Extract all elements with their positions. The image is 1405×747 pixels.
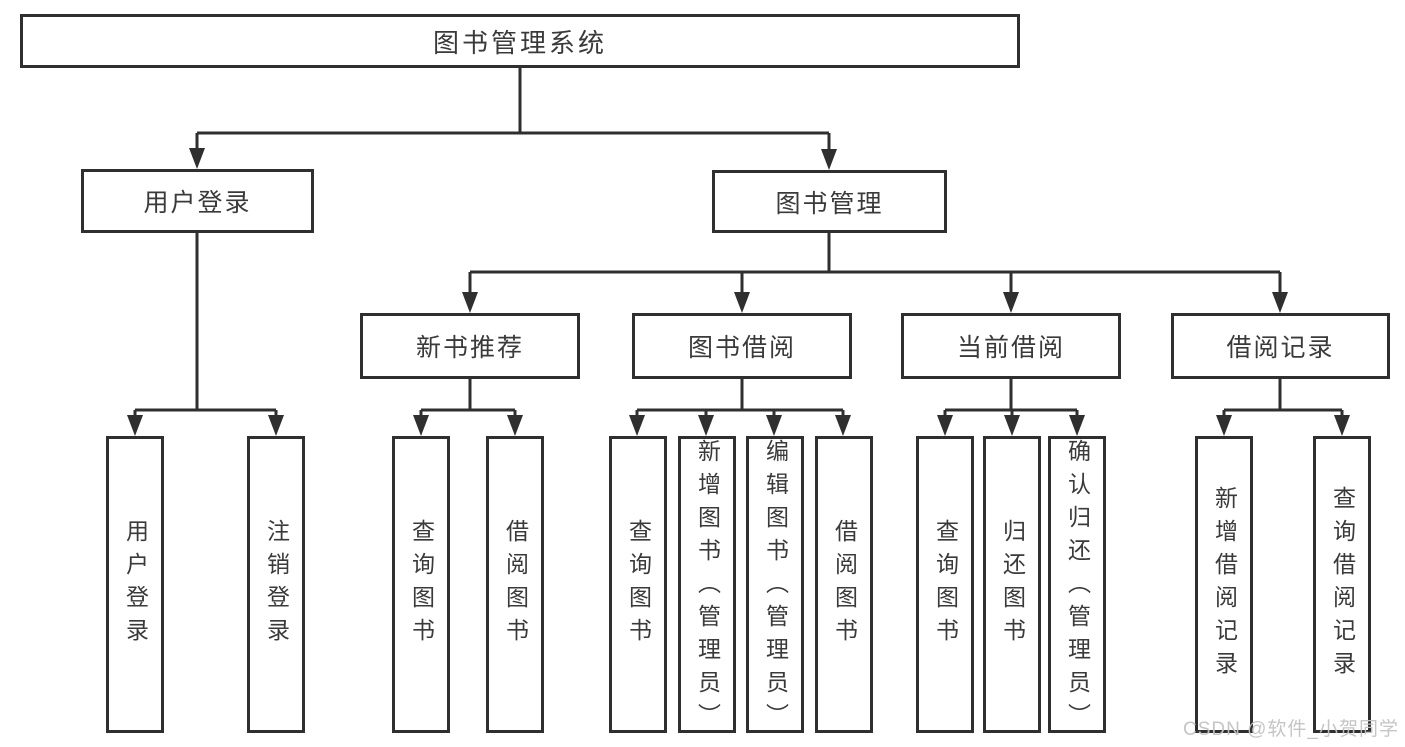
node-label: 注销登录 — [263, 518, 290, 651]
node-label: 归还图书 — [999, 518, 1026, 651]
node-label: 图书借阅 — [687, 334, 796, 362]
node-label: 图书管理 — [775, 189, 884, 218]
leaf-current-query-book: 查询图书 — [916, 436, 974, 733]
node-label: 编辑图书（管理员） — [762, 439, 789, 736]
node-label: 借阅图书 — [502, 518, 529, 651]
leaf-borrow-borrow-book: 借阅图书 — [815, 436, 873, 733]
node-label: 查询图书 — [932, 518, 959, 651]
node-new-book-recommend: 新书推荐 — [360, 313, 580, 379]
node-label: 查询图书 — [408, 518, 435, 651]
node-user-login: 用户登录 — [81, 169, 314, 233]
node-label: 用户登录 — [143, 189, 252, 217]
node-label: 用户登录 — [122, 518, 149, 651]
leaf-recommend-query-book: 查询图书 — [392, 436, 450, 733]
node-label: 当前借阅 — [956, 334, 1065, 362]
leaf-borrow-add-book: 新增图书（管理员） — [678, 436, 736, 736]
node-label: 借阅图书 — [831, 518, 858, 651]
node-label: 图书管理系统 — [432, 27, 607, 58]
node-label: 借阅记录 — [1226, 334, 1335, 362]
node-book-borrow: 图书借阅 — [632, 313, 852, 379]
leaf-record-query: 查询借阅记录 — [1313, 436, 1371, 733]
leaf-user-login: 用户登录 — [106, 436, 164, 733]
leaf-recommend-borrow-book: 借阅图书 — [486, 436, 544, 733]
leaf-logout: 注销登录 — [247, 436, 305, 733]
leaf-current-return-book: 归还图书 — [983, 436, 1041, 733]
node-book-management: 图书管理 — [712, 170, 947, 233]
node-label: 新增借阅记录 — [1211, 485, 1238, 684]
node-label: 新增图书（管理员） — [694, 439, 721, 736]
node-label: 查询图书 — [625, 518, 652, 651]
node-borrow-records: 借阅记录 — [1171, 313, 1390, 379]
node-label: 查询借阅记录 — [1329, 485, 1356, 684]
node-current-borrow: 当前借阅 — [901, 313, 1121, 379]
leaf-borrow-edit-book: 编辑图书（管理员） — [746, 436, 804, 736]
node-label: 确认归还（管理员） — [1064, 439, 1091, 736]
csdn-watermark: CSDN @软件_小贺同学 — [1183, 719, 1399, 740]
node-library-management-system: 图书管理系统 — [20, 14, 1020, 68]
leaf-borrow-query-book: 查询图书 — [609, 436, 667, 733]
node-label: 新书推荐 — [415, 334, 524, 362]
leaf-record-add: 新增借阅记录 — [1195, 436, 1253, 733]
leaf-current-confirm-return: 确认归还（管理员） — [1048, 436, 1106, 736]
